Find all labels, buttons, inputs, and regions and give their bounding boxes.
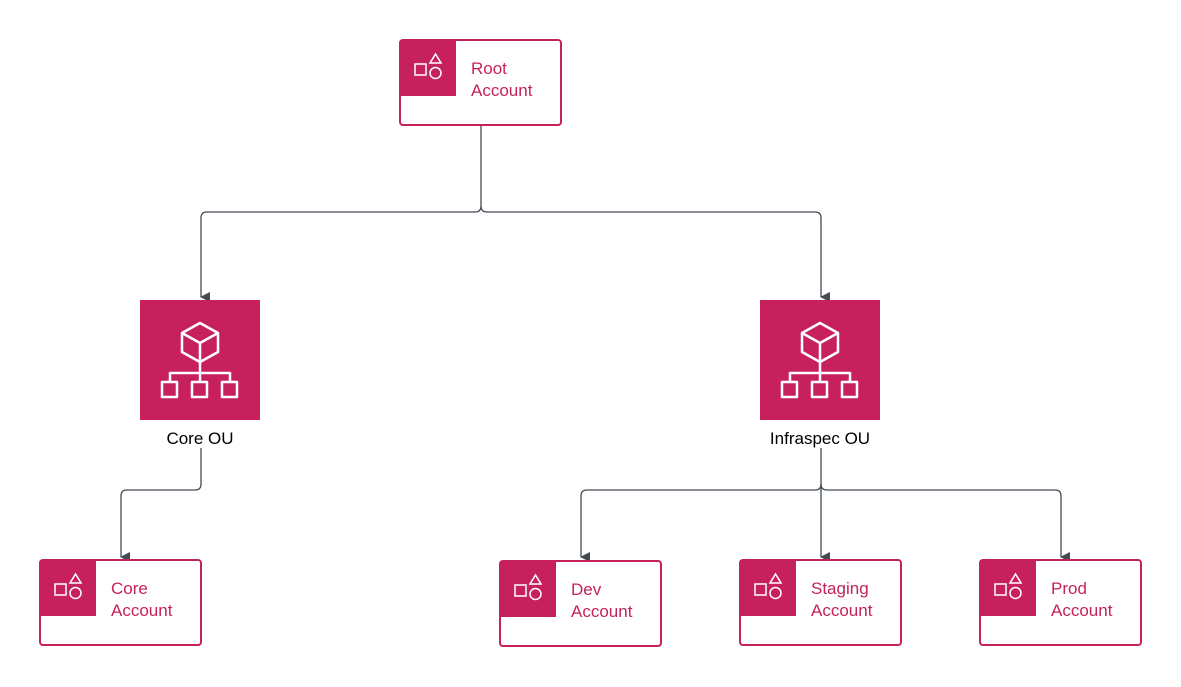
infraspec-ou-label: Infraspec OU	[770, 429, 870, 448]
core-account-node[interactable]: Core Account	[39, 559, 202, 646]
organizational-unit-icon	[160, 321, 239, 399]
staging-account-node[interactable]: Staging Account	[739, 559, 902, 646]
core-account-label-line2: Account	[111, 601, 173, 620]
edge-core-ou-to-core-account	[120, 448, 202, 562]
prod-account-label-line1: Prod	[1051, 579, 1087, 598]
prod-account-node[interactable]: Prod Account	[979, 559, 1142, 646]
root-account-node[interactable]: Root Account	[399, 39, 562, 126]
core-ou-label: Core OU	[166, 429, 233, 448]
staging-account-label-line1: Staging	[811, 579, 869, 598]
dev-account-label-line2: Account	[571, 602, 633, 621]
core-account-label-line1: Core	[111, 579, 148, 598]
edge-root-to-infraspec-ou	[480, 205, 830, 302]
edge-infraspec-ou-to-dev-account	[580, 448, 822, 562]
shapes-icon	[54, 572, 83, 600]
shapes-icon	[754, 572, 783, 600]
dev-account-node[interactable]: Dev Account	[499, 560, 662, 647]
infraspec-ou-node[interactable]: Infraspec OU	[760, 300, 880, 448]
connectors	[120, 126, 1070, 562]
root-account-label-line1: Root	[471, 59, 507, 78]
shapes-icon	[514, 573, 543, 601]
core-ou-node[interactable]: Core OU	[140, 300, 260, 448]
edge-root-to-core-ou	[200, 126, 482, 302]
prod-account-label-line2: Account	[1051, 601, 1113, 620]
staging-account-label-line2: Account	[811, 601, 873, 620]
shapes-icon	[414, 52, 443, 80]
shapes-icon	[994, 572, 1023, 600]
root-account-label-line2: Account	[471, 81, 533, 100]
dev-account-label-line1: Dev	[571, 580, 602, 599]
edge-infraspec-ou-to-prod-account	[820, 483, 1070, 562]
organizational-unit-icon	[780, 321, 859, 399]
